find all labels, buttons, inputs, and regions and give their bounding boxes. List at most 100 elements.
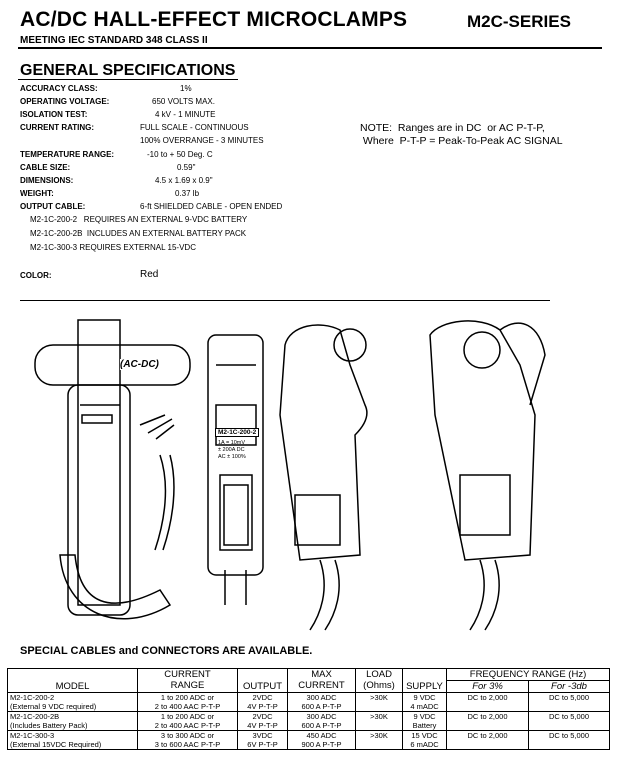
cable-note: M2-1C-300-3 REQUIRES EXTERNAL 15-VDC (30, 243, 196, 252)
col-load: LOAD(Ohms) (355, 668, 403, 693)
cell-text: 4 mADC (410, 702, 439, 711)
cable-note: M2-1C-200-2 REQUIRES AN EXTERNAL 9-VDC B… (30, 215, 248, 224)
clamp-drawings (34, 319, 546, 631)
cell-text: (External 15VDC Required) (10, 740, 102, 749)
col-frequency: FREQUENCY RANGE (Hz) (445, 668, 611, 681)
spec-value: 6-ft SHIELDED CABLE - OPEN ENDED (140, 202, 283, 211)
cell-text: 9 VDC (413, 693, 436, 702)
spec-value: 0.37 lb (175, 189, 200, 198)
header-text: (Ohms) (363, 680, 395, 691)
series-label: M2C-SERIES (467, 12, 571, 31)
range-note: NOTE: Ranges are in DC or AC P-T-P, Wher… (360, 122, 563, 148)
cell-text: 1 to 200 ADC or (160, 712, 215, 721)
section-rule (18, 79, 238, 80)
tag-line: 1A = 10mV (218, 440, 246, 446)
note-line-1: NOTE: Ranges are in DC or AC P-T-P, (360, 122, 545, 134)
cell-load: >30K (355, 730, 403, 750)
cell-freq-3pct: DC to 2,000 (446, 692, 529, 712)
cell-freq-3db: DC to 5,000 (527, 692, 611, 712)
spec-value: 650 VOLTS MAX. (152, 97, 215, 106)
cell-text: M2-1C-300-3 (10, 731, 55, 740)
cell-model: M2-1C-200-2(External 9 VDC required) (7, 692, 138, 712)
spec-label: ISOLATION TEST: (20, 110, 88, 119)
spec-value: 4 kV - 1 MINUTE (155, 110, 216, 119)
cell-text: 600 A P-T-P (301, 702, 342, 711)
spec-value: FULL SCALE - CONTINUOUS (140, 123, 249, 132)
spec-value: 1% (180, 84, 192, 93)
cell-text: 450 ADC (306, 731, 337, 740)
cell-load: >30K (355, 711, 403, 731)
cell-freq-3db: DC to 5,000 (527, 711, 611, 731)
cell-text: 1 to 200 ADC or (160, 693, 215, 702)
tag-line: ± 200A DC (218, 447, 245, 453)
header-text: RANGE (170, 680, 205, 691)
model-tag: M2-1C-200-2 (215, 428, 260, 437)
cell-text: 2 to 400 AAC P-T-P (154, 702, 221, 711)
spec-label: CABLE SIZE: (20, 163, 71, 172)
color-label: COLOR: (20, 271, 52, 280)
cell-text: (Includes Battery Pack) (10, 721, 88, 730)
cell-text: 9 VDC (413, 712, 436, 721)
spec-value: 4.5 x 1.69 x 0.9" (155, 176, 213, 185)
cell-text: 900 A P-T-P (301, 740, 342, 749)
clamp-side-view-drawing (34, 319, 191, 620)
spec-label: CURRENT RATING: (20, 123, 95, 132)
spec-label: OUTPUT CABLE: (20, 202, 86, 211)
note-line-2: Where P-T-P = Peak-To-Peak AC SIGNAL (360, 135, 563, 147)
cell-text: 2VDC (252, 712, 273, 721)
cell-text: 300 ADC (306, 712, 337, 721)
cell-text: 2 to 400 AAC P-T-P (154, 721, 221, 730)
table-row: M2-1C-300-3(External 15VDC Required) 3 t… (7, 730, 611, 750)
tag-line: AC ± 100% (218, 454, 246, 460)
spec-label: ACCURACY CLASS: (20, 84, 98, 93)
header-text: CURRENT (298, 680, 345, 691)
cell-text: 6V P-T-P (247, 740, 278, 749)
spec-value: -10 to + 50 Deg. C (147, 150, 213, 159)
general-specs-heading: GENERAL SPECIFICATIONS (20, 62, 236, 79)
cell-freq-3pct: DC to 2,000 (446, 711, 529, 731)
spec-label: TEMPERATURE RANGE: (20, 150, 115, 159)
cell-model: M2-1C-300-3(External 15VDC Required) (7, 730, 138, 750)
col-output: OUTPUT (237, 668, 288, 693)
cell-text: 3VDC (252, 731, 273, 740)
clamp-closed-jaw-drawing (429, 320, 546, 631)
cell-text: 15 VDC (411, 731, 438, 740)
spec-label: DIMENSIONS: (20, 176, 74, 185)
cell-freq-3db: DC to 5,000 (527, 730, 611, 750)
cable-note: M2-1C-200-2B INCLUDES AN EXTERNAL BATTER… (30, 229, 247, 238)
cell-text: 3 to 300 ADC or (160, 731, 215, 740)
spec-label: WEIGHT: (20, 189, 54, 198)
clamp-front-view-drawing (207, 334, 264, 605)
spec-label: OPERATING VOLTAGE: (20, 97, 110, 106)
cell-text: Battery (412, 721, 437, 730)
document-title: AC/DC HALL-EFFECT MICROCLAMPS (20, 8, 408, 31)
header-rule (18, 47, 602, 49)
table-row: M2-1C-200-2B(Includes Battery Pack) 1 to… (7, 711, 611, 731)
col-freq-3db: For -3db (527, 680, 611, 693)
spec-value: 0.59" (177, 163, 196, 172)
spec-value: 100% OVERRANGE - 3 MINUTES (140, 136, 264, 145)
cell-text: M2-1C-200-2 (10, 693, 55, 702)
cell-text: 300 ADC (306, 693, 337, 702)
cell-load: >30K (355, 692, 403, 712)
color-value: Red (140, 269, 159, 280)
cell-model: M2-1C-200-2B(Includes Battery Pack) (7, 711, 138, 731)
standard-subtitle: MEETING IEC STANDARD 348 CLASS II (20, 35, 208, 46)
cell-text: 3 to 600 AAC P-T-P (154, 740, 221, 749)
cables-heading: SPECIAL CABLES and CONNECTORS ARE AVAILA… (20, 645, 313, 657)
